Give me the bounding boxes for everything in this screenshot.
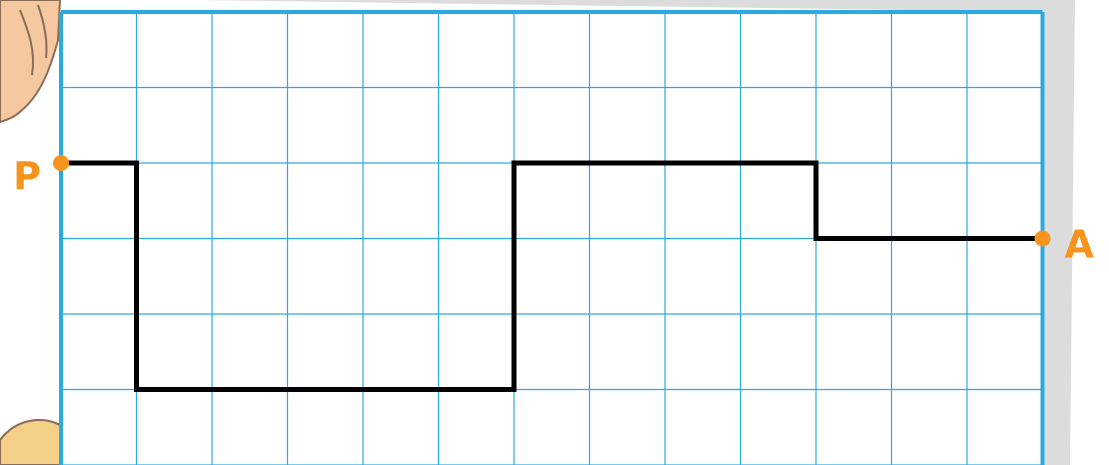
point-a-dot	[1035, 231, 1051, 247]
hand-illustration	[0, 0, 60, 122]
head-illustration	[0, 420, 60, 465]
point-p-dot	[53, 155, 69, 171]
point-p-label: P	[13, 154, 41, 198]
point-a-label: A	[1065, 223, 1095, 267]
